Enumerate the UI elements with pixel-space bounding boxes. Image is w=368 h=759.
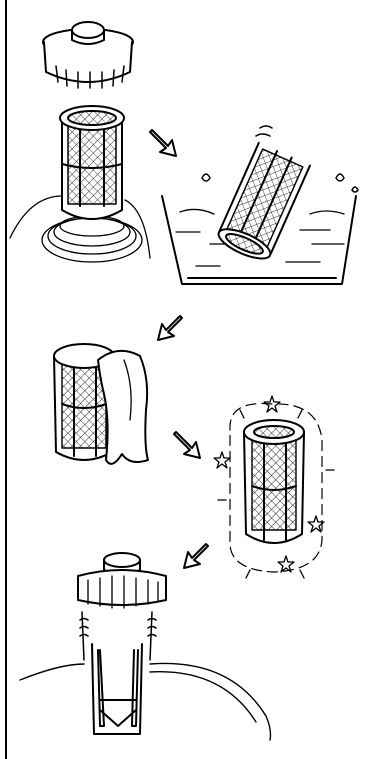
page-border bbox=[5, 0, 7, 759]
filter-inserting bbox=[92, 644, 142, 734]
filter-clean bbox=[244, 420, 304, 543]
step-wipe-with-cloth bbox=[54, 344, 148, 464]
bottle-body bbox=[20, 663, 271, 740]
bottle-cap-reassemble bbox=[78, 553, 166, 608]
bottle-cap bbox=[43, 22, 133, 88]
step-arrow-icon bbox=[150, 130, 176, 156]
step-unscrew-cap bbox=[10, 22, 150, 262]
filter-in-bottle bbox=[60, 106, 124, 219]
step-reassemble bbox=[20, 553, 271, 740]
step-clean-filter bbox=[214, 396, 334, 578]
filter-tilted bbox=[215, 143, 310, 264]
step-arrow-icon bbox=[158, 316, 182, 340]
step-arrow-icon bbox=[184, 544, 208, 568]
step-arrow-icon bbox=[174, 432, 200, 458]
step-rinse-in-water bbox=[162, 126, 358, 284]
